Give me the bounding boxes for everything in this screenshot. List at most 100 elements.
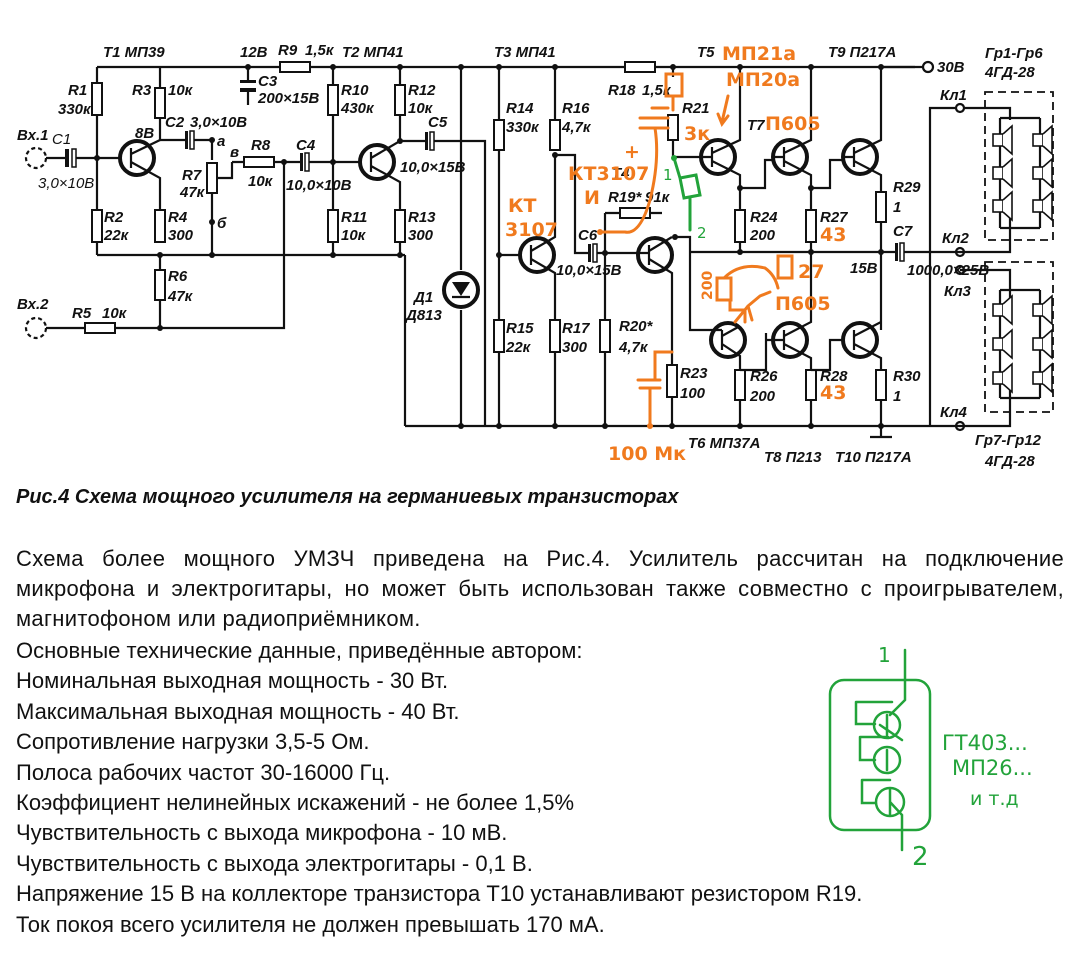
r13-value: 300 <box>408 227 434 244</box>
r26-label: R26 <box>750 368 778 385</box>
added-transistor-type: П605 <box>775 293 831 315</box>
speaker-icon <box>1032 190 1053 222</box>
r7-label: R7 <box>182 167 202 184</box>
input-1: Вх.1 C1 3,0×10В <box>17 127 130 192</box>
r26-value: 200 <box>749 388 776 405</box>
note-line-3: и т.д <box>970 788 1019 810</box>
green-handwritten-note: 1 2 ГТ403... МП26... и т.д <box>828 643 1033 870</box>
r24-label: R24 <box>750 209 778 226</box>
r8-label: R8 <box>251 137 271 154</box>
transistor-t6 <box>709 321 747 359</box>
spec-item: Напряжение 15 В на коллекторе транзистор… <box>16 881 863 907</box>
speaker-group-top: Гр1-Гр6 4ГД-28 <box>984 45 1054 241</box>
speaker-icon <box>1032 328 1053 360</box>
r23-label: R23 <box>680 365 708 382</box>
speaker-top-label: Гр1-Гр6 <box>985 45 1043 62</box>
r7-value: 47к <box>179 184 206 201</box>
r1-label: R1 <box>68 82 87 99</box>
t9-label: T9 П217А <box>828 44 896 61</box>
node-8v: 8В <box>135 125 154 142</box>
node-30v: 30В <box>937 59 965 76</box>
input-1-label: Вх.1 <box>17 127 49 144</box>
terminal-kl2: Кл2 <box>942 230 970 247</box>
r18-value: 1,5к <box>642 82 672 99</box>
t7-alt: П605 <box>765 113 821 135</box>
r21-new-value: 3к <box>684 123 710 145</box>
transistor-t2 <box>358 143 396 181</box>
speaker-bottom-model: 4ГД-28 <box>984 453 1035 470</box>
speaker-icon <box>1032 362 1053 394</box>
c7-value: 1000,0×25В <box>907 262 989 279</box>
r29-value: 1 <box>893 199 901 216</box>
r28-label: R28 <box>820 368 848 385</box>
t3-alt-2: 3107 <box>505 219 558 241</box>
r2-label: R2 <box>104 209 124 226</box>
c1-label: C1 <box>52 131 71 148</box>
r12-value: 10к <box>408 100 434 117</box>
t1-label: T1 МП39 <box>103 44 165 61</box>
t5-alt-2: МП20а <box>726 69 800 91</box>
t3-alt-1: КТ <box>508 195 537 217</box>
spec-item: Чувствительность с выхода электрогитары … <box>16 850 533 876</box>
t4-label: T4 <box>612 165 630 182</box>
potentiometer-r7 <box>206 162 218 194</box>
speaker-group-bottom: Гр7-Гр12 4ГД-28 <box>975 261 1054 470</box>
r6-label: R6 <box>168 268 188 285</box>
node-b: б <box>217 215 227 232</box>
node-12v: 12В <box>240 44 268 61</box>
r19-label: R19* <box>608 189 643 206</box>
t4-and: И <box>584 187 600 209</box>
composite-transistor-outline <box>828 678 932 832</box>
terminal-kl1: Кл1 <box>940 87 967 104</box>
terminal-kl3: Кл3 <box>944 283 972 300</box>
t5-label: T5 <box>697 44 715 61</box>
r12-label: R12 <box>408 82 436 99</box>
t5-alt-1: МП21а <box>722 43 796 65</box>
speaker-icon <box>992 190 1013 222</box>
r16-value: 4,7к <box>561 119 592 136</box>
r14-label: R14 <box>506 100 534 117</box>
c3-value: 200×15В <box>257 90 319 107</box>
r30-label: R30 <box>893 368 921 385</box>
r24-value: 200 <box>749 227 776 244</box>
r9-value: 1,5к <box>305 42 335 59</box>
c7-label: C7 <box>893 223 913 240</box>
added-capacitor-value: 100 Мк <box>608 443 686 465</box>
node-a: а <box>217 133 225 150</box>
r17-value: 300 <box>562 339 588 356</box>
r29-label: R29 <box>893 179 921 196</box>
green-pin-2: 2 <box>697 224 707 242</box>
speaker-icon <box>1032 294 1053 326</box>
terminal-kl4: Кл4 <box>940 404 968 421</box>
speaker-icon <box>992 328 1013 360</box>
note-line-1: ГТ403... <box>942 731 1028 755</box>
r13-label: R13 <box>408 209 436 226</box>
spec-item: Номинальная выходная мощность - 30 Вт. <box>16 668 449 694</box>
specs-list: Основные технические данные, приведённые… <box>16 636 862 940</box>
r2-value: 22к <box>103 227 130 244</box>
spec-item: Полоса рабочих частот 30-16000 Гц. <box>16 759 391 785</box>
t10-label: T10 П217А <box>835 449 912 466</box>
transistor-icon <box>874 786 906 818</box>
input-2-label: Вх.2 <box>17 296 49 313</box>
r16-label: R16 <box>562 100 590 117</box>
added-resistor-value: 27 <box>798 261 824 283</box>
r30-value: 1 <box>893 388 901 405</box>
d1-value: Д813 <box>404 307 443 324</box>
speaker-icon <box>1032 157 1053 189</box>
r15-label: R15 <box>506 320 534 337</box>
r21-label: R21 <box>682 100 710 117</box>
input-2: Вх.2 R5 10к <box>17 296 160 340</box>
transistor-t1 <box>118 139 156 177</box>
r8-value: 10к <box>248 173 274 190</box>
r27-label: R27 <box>820 209 848 226</box>
r5-value: 10к <box>102 305 128 322</box>
c4-label: C4 <box>296 137 316 154</box>
terminal-marks <box>954 102 966 432</box>
transistor-icon <box>872 710 902 740</box>
speaker-icon <box>992 157 1013 189</box>
t3-label: T3 МП41 <box>494 44 556 61</box>
speaker-icon <box>992 294 1013 326</box>
plus-sign: + <box>624 141 640 163</box>
transistor-t10 <box>841 321 879 359</box>
